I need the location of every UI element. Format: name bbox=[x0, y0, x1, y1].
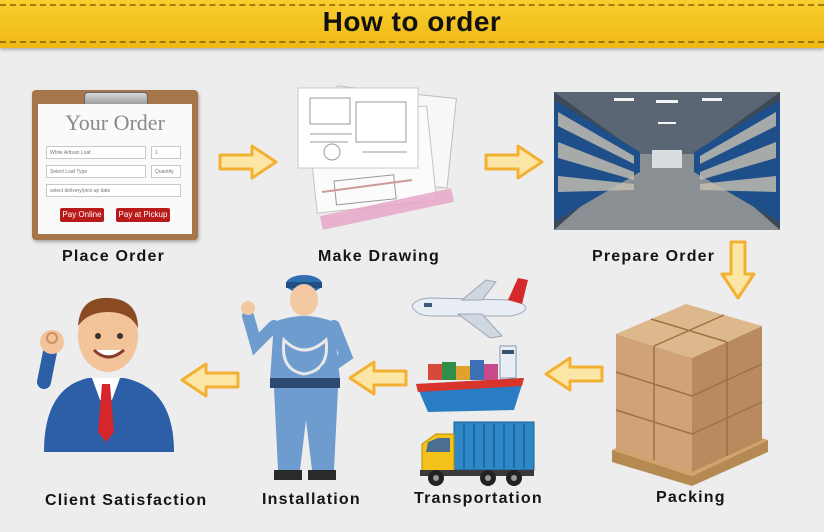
title-banner: How to order bbox=[0, 0, 824, 48]
boxes-on-pallet-image bbox=[612, 304, 768, 486]
satisfied-client-image bbox=[37, 297, 174, 452]
step-label-place-order: Place Order bbox=[62, 248, 166, 265]
arrow-down-icon bbox=[720, 240, 756, 300]
banner-stitch-bottom bbox=[0, 41, 824, 43]
arrow-right-icon bbox=[484, 144, 544, 180]
pay-at-pickup-button: Pay at Pickup bbox=[116, 208, 170, 222]
step-label-client-satisfaction: Client Satisfaction bbox=[45, 492, 208, 509]
clipboard-image: Your Order White Artisan Loaf 1 Select L… bbox=[32, 90, 198, 240]
arrow-right-icon bbox=[218, 144, 278, 180]
airplane-image bbox=[411, 278, 528, 339]
step-label-installation: Installation bbox=[262, 491, 361, 508]
step-label-make-drawing: Make Drawing bbox=[318, 248, 440, 265]
blueprint-drawings-image bbox=[297, 85, 457, 230]
arrow-left-icon bbox=[348, 360, 408, 396]
order-form-heading: Your Order bbox=[65, 110, 165, 135]
order-item-select: White Artisan Loaf bbox=[46, 146, 146, 159]
installation-worker-image bbox=[241, 275, 354, 480]
step-label-prepare-order: Prepare Order bbox=[592, 248, 716, 265]
order-qty-field: 1 bbox=[151, 146, 181, 159]
banner-stitch-top bbox=[0, 4, 824, 6]
delivery-truck-image bbox=[420, 421, 535, 486]
cargo-ship-image bbox=[416, 345, 524, 412]
warehouse-image bbox=[554, 92, 780, 230]
step-label-transportation: Transportation bbox=[414, 490, 543, 507]
pay-online-button: Pay Online bbox=[60, 208, 104, 222]
page-title: How to order bbox=[322, 6, 502, 37]
quantity-field: Quantity bbox=[151, 165, 181, 178]
arrow-left-icon bbox=[544, 356, 604, 392]
loaf-type-select: Select Loaf Type bbox=[46, 165, 146, 178]
step-label-packing: Packing bbox=[656, 489, 726, 506]
date-field: select delivery/pick-up date bbox=[46, 184, 181, 197]
arrow-left-icon bbox=[180, 362, 240, 398]
order-form-paper: Your Order White Artisan Loaf 1 Select L… bbox=[38, 104, 192, 234]
